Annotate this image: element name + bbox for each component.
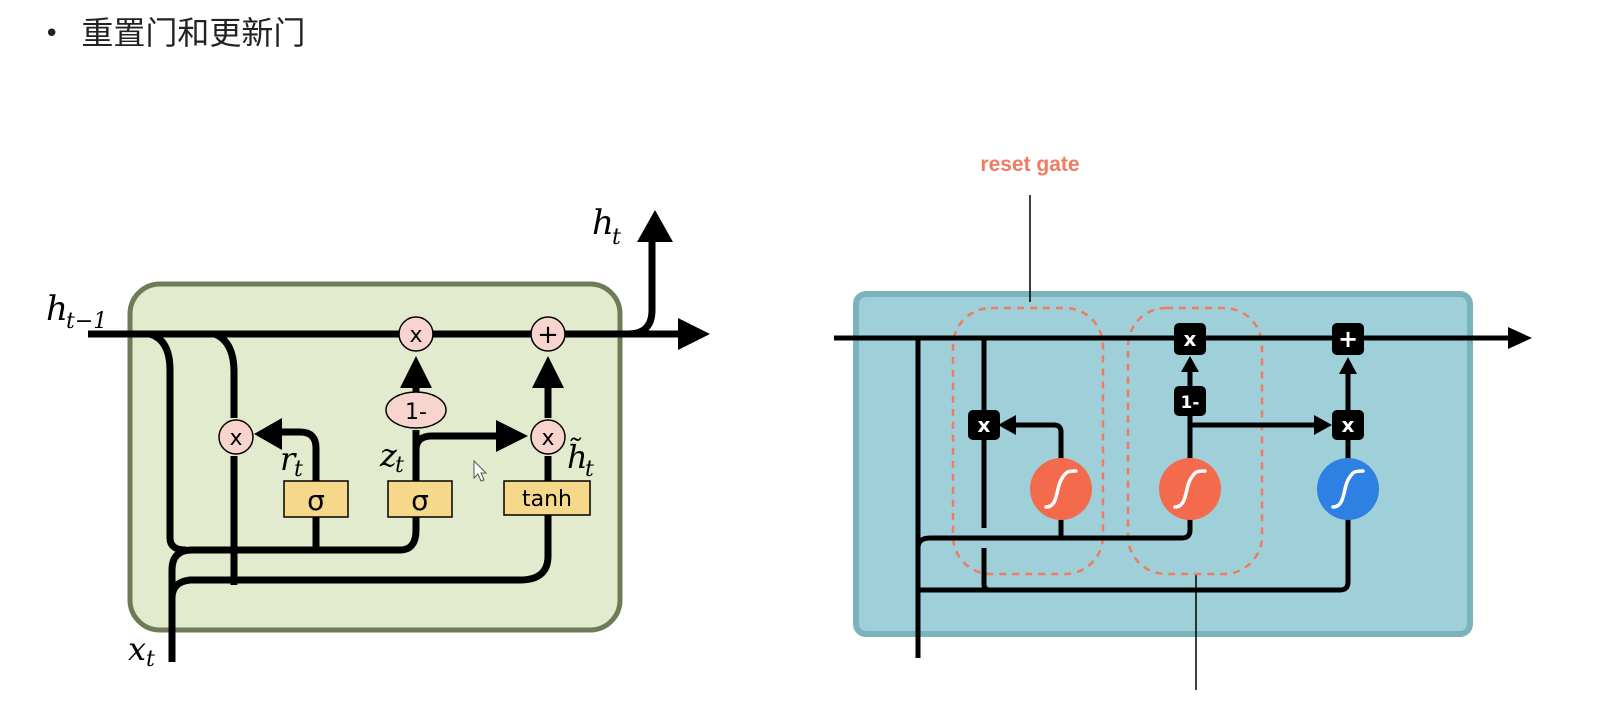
left-reset-arrowhead bbox=[254, 418, 282, 450]
svg-text:h: h bbox=[46, 289, 68, 329]
svg-text:t: t bbox=[146, 647, 155, 672]
bullet-dot: • bbox=[44, 19, 60, 49]
left-ht-branch bbox=[627, 240, 656, 338]
svg-text:t: t bbox=[294, 457, 303, 482]
left-ht-arrowhead bbox=[637, 210, 673, 242]
svg-text:t: t bbox=[612, 225, 621, 250]
left-hprev-down-2 bbox=[213, 330, 238, 418]
left-update-right-arrowhead bbox=[496, 420, 528, 452]
update-gate-outline bbox=[1126, 306, 1264, 576]
right-one-minus-op: 1- bbox=[1174, 386, 1206, 416]
left-gru-cell: x + 1- x x σ bbox=[46, 203, 710, 672]
left-output-arrowhead bbox=[678, 318, 710, 350]
heading-bullet-line: • 重置门和更新门 bbox=[44, 8, 305, 54]
left-reset-sigma-layer: σ bbox=[283, 480, 349, 518]
left-xt-to-gates bbox=[168, 512, 420, 598]
right-reset-sigmoid-icon bbox=[1030, 458, 1092, 520]
left-update-right bbox=[412, 432, 500, 470]
right-output-arrowhead bbox=[1508, 327, 1532, 349]
right-candidate-multiply-op: x bbox=[1332, 410, 1364, 440]
right-tanh-icon bbox=[1317, 458, 1379, 520]
svg-text:x: x bbox=[1184, 327, 1197, 351]
mouse-cursor-icon bbox=[473, 459, 488, 482]
left-update-sigma-layer: σ bbox=[387, 480, 453, 518]
svg-text:h: h bbox=[592, 203, 614, 243]
right-top-multiply-op: x bbox=[1174, 323, 1206, 355]
right-add-arrowhead bbox=[1339, 357, 1357, 374]
right-update-right-arrowhead bbox=[1314, 415, 1332, 435]
right-input-upper bbox=[915, 518, 1193, 549]
label-h-t-minus-1: h t−1 bbox=[46, 289, 107, 334]
right-update-sigmoid-icon bbox=[1159, 458, 1221, 520]
svg-text:z: z bbox=[379, 436, 398, 474]
svg-text:t: t bbox=[395, 453, 404, 478]
right-top-add-op: + bbox=[1332, 323, 1364, 355]
svg-text:x: x bbox=[128, 630, 146, 668]
left-cell-box bbox=[127, 281, 623, 633]
right-reset-path bbox=[1012, 422, 1064, 460]
right-gru-cell: reset gate bbox=[834, 153, 1532, 690]
left-candidate-tanh-layer: tanh bbox=[503, 480, 591, 516]
label-h-tilde-t: h̃ t bbox=[567, 438, 594, 482]
heading-text: 重置门和更新门 bbox=[81, 14, 306, 52]
svg-text:x: x bbox=[409, 323, 422, 348]
left-reset-path bbox=[278, 428, 320, 482]
svg-text:x: x bbox=[978, 413, 991, 437]
label-h-t: h t bbox=[592, 203, 621, 250]
svg-text:t−1: t−1 bbox=[66, 309, 107, 334]
right-cell-box bbox=[853, 291, 1473, 637]
left-top-add-op: + bbox=[530, 316, 566, 352]
svg-text:σ: σ bbox=[411, 484, 429, 517]
svg-text:tanh: tanh bbox=[522, 487, 572, 512]
svg-text:r: r bbox=[280, 440, 297, 478]
svg-text:1-: 1- bbox=[405, 400, 427, 425]
label-x-t: x t bbox=[128, 630, 155, 672]
label-r-t: r t bbox=[280, 440, 303, 482]
svg-text:σ: σ bbox=[307, 484, 325, 517]
left-one-minus-op: 1- bbox=[385, 391, 447, 429]
svg-text:x: x bbox=[1342, 413, 1355, 437]
reset-gate-annotation: reset gate bbox=[980, 153, 1079, 176]
svg-text:+: + bbox=[1338, 325, 1358, 353]
label-z-t: z t bbox=[379, 436, 404, 478]
left-hprev-down-1 bbox=[148, 330, 187, 554]
reset-gate-outline bbox=[951, 306, 1105, 576]
svg-text:1-: 1- bbox=[1181, 393, 1200, 413]
left-candidate-multiply-op: x bbox=[530, 419, 566, 455]
svg-text:h̃: h̃ bbox=[567, 438, 588, 476]
left-one-minus-arrowhead bbox=[400, 356, 432, 388]
svg-text:t: t bbox=[585, 457, 594, 482]
right-reset-multiply-op: x bbox=[968, 410, 1000, 440]
svg-text:x: x bbox=[229, 426, 242, 451]
left-reset-multiply-op: x bbox=[218, 419, 254, 455]
svg-text:x: x bbox=[541, 426, 554, 451]
right-reset-arrowhead bbox=[998, 415, 1016, 435]
left-top-multiply-op: x bbox=[398, 316, 434, 352]
left-add-arrowhead bbox=[532, 356, 564, 388]
svg-text:+: + bbox=[537, 320, 559, 350]
right-one-minus-arrowhead bbox=[1181, 356, 1199, 372]
right-input-lower bbox=[918, 518, 1351, 593]
